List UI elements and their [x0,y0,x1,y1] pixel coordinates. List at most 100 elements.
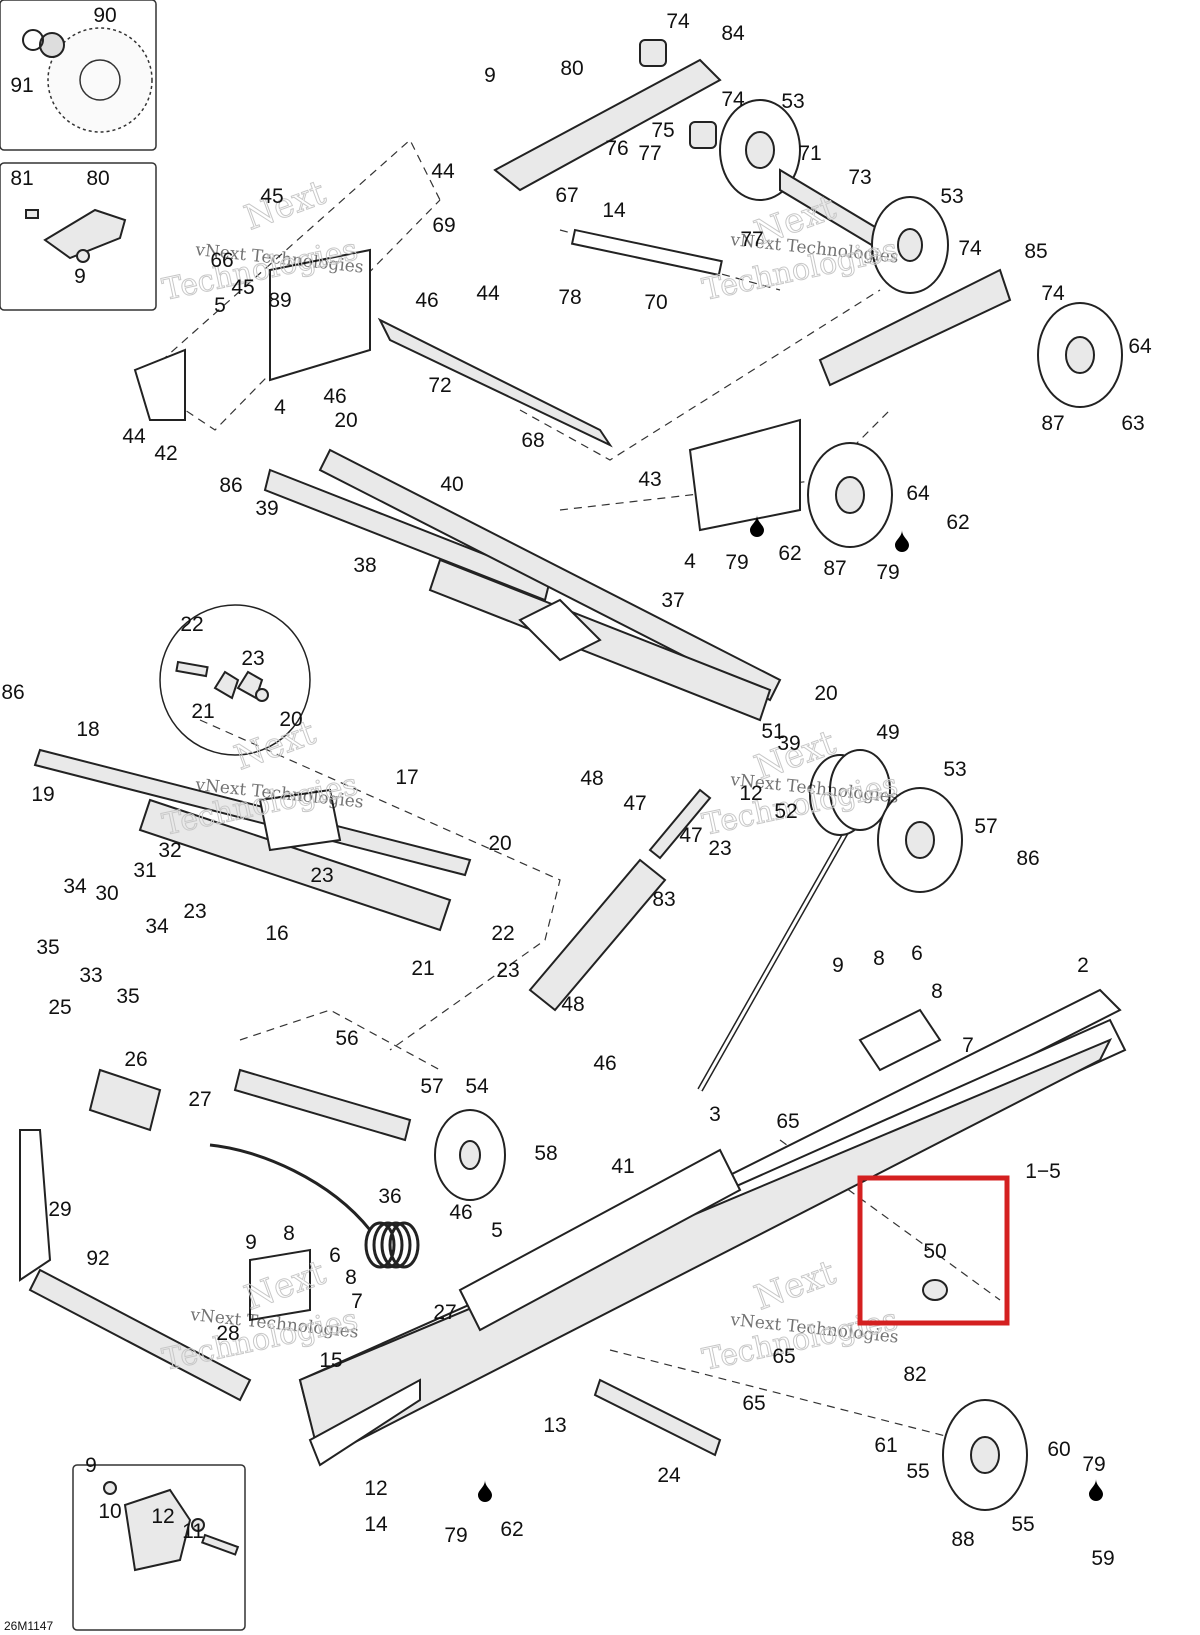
callout-89: 89 [268,289,291,312]
callout-4: 4 [274,396,286,419]
svg-text:Next: Next [239,172,331,238]
inset-box-mid-left [0,162,157,311]
callout-67: 67 [555,184,578,207]
callout-19: 19 [31,783,54,806]
callout-76: 76 [605,137,628,160]
callout-20: 20 [334,409,357,432]
callout-25: 25 [48,996,71,1019]
callout-65: 65 [742,1392,765,1415]
callout-45: 45 [231,276,254,299]
callout-71: 71 [798,142,821,165]
callout-21: 21 [411,957,434,980]
callout-65: 65 [776,1110,799,1133]
callout-12: 12 [151,1505,174,1528]
callout-74: 74 [1041,282,1065,305]
callout-86: 86 [1,681,24,704]
callout-85: 85 [1024,240,1047,263]
callout-12: 12 [364,1477,387,1500]
callout-62: 62 [778,542,801,565]
callout-24: 24 [657,1464,681,1487]
callout-70: 70 [644,291,667,314]
callout-90: 90 [93,4,116,27]
callout-20: 20 [814,682,837,705]
upper-assembly [133,39,1123,548]
callout-42: 42 [154,442,177,465]
callout-44: 44 [431,160,455,183]
callout-18: 18 [76,718,99,741]
callout-35: 35 [116,985,139,1008]
callout-22: 22 [180,613,203,636]
callout-40: 40 [440,473,463,496]
callout-53: 53 [943,758,966,781]
callout-55: 55 [906,1460,929,1483]
callout-87: 87 [823,557,846,580]
svg-text:Next: Next [749,1252,841,1318]
callout-2: 2 [1077,954,1089,977]
callout-77: 77 [740,228,763,251]
callout-31: 31 [133,859,156,882]
callout-65: 65 [772,1345,795,1368]
callout-62: 62 [500,1518,523,1541]
callout-44: 44 [476,282,500,305]
callout-22: 22 [491,922,514,945]
callout-1−5: 1−5 [1025,1160,1061,1183]
callout-5: 5 [491,1219,503,1242]
callout-4: 4 [684,550,696,573]
callout-9: 9 [85,1454,97,1477]
callout-86: 86 [1016,847,1039,870]
callout-20: 20 [488,832,511,855]
callout-28: 28 [216,1322,239,1345]
callout-45: 45 [260,185,283,208]
callout-59: 59 [1091,1547,1114,1570]
callout-79: 79 [725,551,748,574]
callout-47: 47 [623,792,646,815]
oil-drop-icons [478,515,1103,1502]
callout-66: 66 [210,249,233,272]
callout-74: 74 [666,10,690,33]
callout-23: 23 [708,837,731,860]
callout-53: 53 [781,90,804,113]
callout-34: 34 [63,875,87,898]
callout-6: 6 [329,1244,341,1267]
callout-37: 37 [661,589,684,612]
callout-43: 43 [638,468,661,491]
callout-8: 8 [283,1222,295,1245]
highlight-box-part-50 [857,1175,1010,1326]
callout-30: 30 [95,882,118,905]
callout-52: 52 [774,800,797,823]
callout-49: 49 [876,721,899,744]
callout-87: 87 [1041,412,1064,435]
callout-41: 41 [611,1155,634,1178]
callout-9: 9 [74,265,86,288]
callout-73: 73 [848,166,871,189]
callout-53: 53 [940,185,963,208]
callout-63: 63 [1121,412,1144,435]
callout-38: 38 [353,554,376,577]
callout-7: 7 [351,1290,363,1313]
callout-23: 23 [496,959,519,982]
callout-8: 8 [345,1266,357,1289]
callout-39: 39 [255,497,278,520]
inset-box-top-left [0,0,157,151]
callout-88: 88 [951,1528,974,1551]
callout-82: 82 [903,1363,926,1386]
callout-34: 34 [145,915,169,938]
callout-9: 9 [832,954,844,977]
callout-57: 57 [420,1075,443,1098]
callout-78: 78 [558,286,581,309]
callout-74: 74 [958,237,982,260]
callout-64: 64 [906,482,930,505]
callout-21: 21 [191,700,214,723]
callout-23: 23 [310,864,333,887]
callout-46: 46 [323,385,346,408]
callout-57: 57 [974,815,997,838]
callout-46: 46 [449,1201,472,1224]
callout-20: 20 [279,708,302,731]
callout-91: 91 [10,74,33,97]
callout-23: 23 [241,647,264,670]
callout-74: 74 [721,88,745,111]
callout-15: 15 [319,1349,342,1372]
callout-39: 39 [777,732,800,755]
callout-8: 8 [873,947,885,970]
